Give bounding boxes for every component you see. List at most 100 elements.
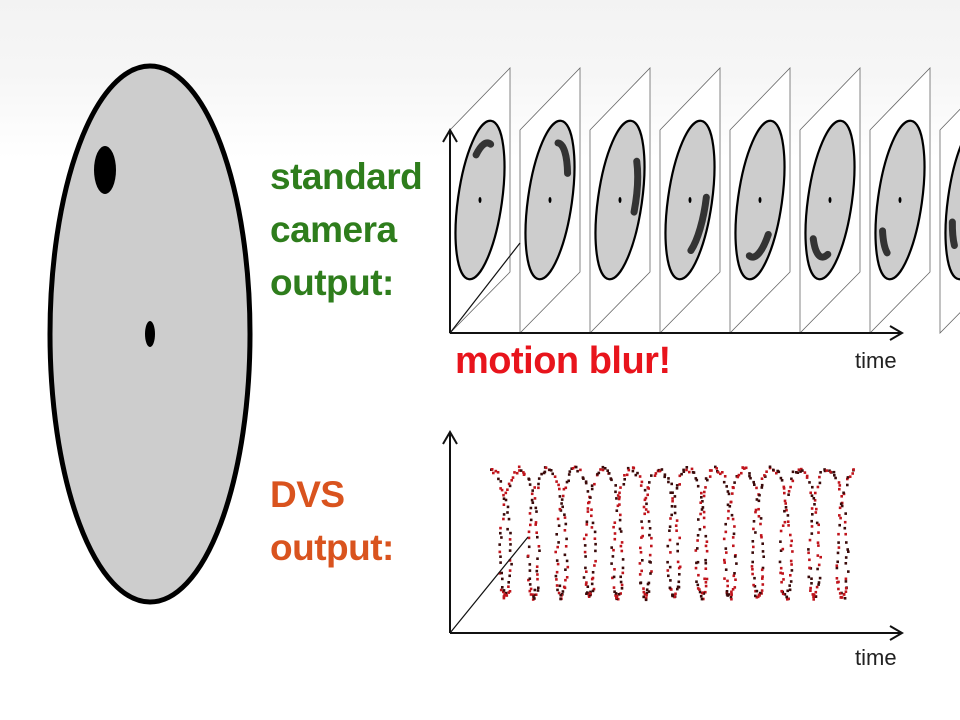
dvs-event [563,513,566,516]
dvs-event [846,483,849,487]
dvs-event [779,529,783,533]
dvs-event [789,544,793,547]
dvs-event [556,562,560,566]
dvs-event [790,569,794,572]
dvs-event [838,484,842,487]
dvs-event [619,530,623,533]
dvs-event [751,572,754,576]
dvs-event [782,578,785,581]
dvs-event [601,465,605,469]
dvs-event [726,490,730,493]
dvs-event [787,524,790,527]
dvs-event [727,509,730,513]
dvs-event [733,525,736,528]
dvs-event [797,468,801,471]
dvs-event [587,501,590,505]
dvs-event [529,506,533,510]
dvs-event [642,587,645,590]
dvs-event [810,494,814,497]
dvs-event [673,505,677,508]
dvs-event [531,593,535,596]
dvs-event [844,532,847,536]
rotating-disk [47,63,253,605]
dvs-event [782,485,786,489]
dvs-event [582,537,586,541]
dvs-event [654,472,658,475]
dvs-event [842,491,845,495]
dvs-event [559,593,562,597]
dvs-event [590,582,594,586]
dvs-event [761,550,765,553]
dvs-event [790,563,793,566]
dvs-event [811,485,814,489]
dvs-event [784,506,788,509]
dvs-event [607,472,611,475]
dvs-event [795,471,798,474]
dvs-event [594,559,597,563]
dvs-event [649,572,652,575]
dvs-event [704,486,707,489]
dvs-event [817,563,821,567]
dvs-event [730,593,733,597]
dvs-event [619,592,622,595]
dvs-event [751,560,754,564]
dvs-event [643,592,647,596]
dvs-event [781,547,785,551]
dvs-event [535,569,539,573]
dvs-event [528,512,532,515]
dvs-event [644,598,648,602]
frame-center-dot [758,197,762,203]
dvs-event [596,472,599,476]
dvs-event [783,499,787,503]
dvs-event [788,584,791,587]
dvs-event [708,475,712,478]
dvs-event [704,584,708,588]
dvs-event [531,501,535,504]
dvs-event [836,560,839,564]
dvs-event [513,471,516,474]
dvs-event [584,566,587,570]
dvs-event [805,476,809,479]
dvs-event [726,579,729,583]
dvs-event [727,492,731,496]
dvs-event [667,480,670,484]
dvs-event [619,544,623,548]
dvs-event [490,468,494,471]
dvs-event [535,531,538,534]
dvs-event [555,570,559,574]
dvs-event [507,517,511,521]
dvs-event [696,583,700,587]
motion-blur-trail [687,193,710,255]
dvs-event [585,581,588,584]
dvs-event [536,589,540,592]
dvs-event [526,554,530,558]
dvs-event [657,468,661,472]
dvs-event [815,585,819,589]
dvs-event [647,590,651,593]
disk-large-dot [94,146,116,194]
dvs-event [781,572,784,575]
dvs-event [643,512,646,516]
dvs-event [772,468,775,472]
dvs-event [579,468,582,472]
dvs-event [808,538,812,542]
dvs-event [817,544,820,547]
dvs-event [837,587,840,591]
dvs-event [587,595,591,598]
dvs-event [534,521,538,524]
dvs-event [765,470,768,473]
dvs-event [643,498,647,502]
dvs-event [644,508,648,511]
dvs-event [632,466,636,470]
dvs-event [754,508,758,512]
dvs-event [724,568,728,571]
dvs-event [816,541,820,544]
dvs-event [507,581,510,584]
motion-blur-trail [809,235,832,261]
dvs-event [502,493,505,497]
dvs-event [791,479,795,483]
dvs-event [696,484,700,488]
frame-center-dot [828,197,832,203]
dvs-event [639,581,642,585]
dvs-event [509,543,512,546]
